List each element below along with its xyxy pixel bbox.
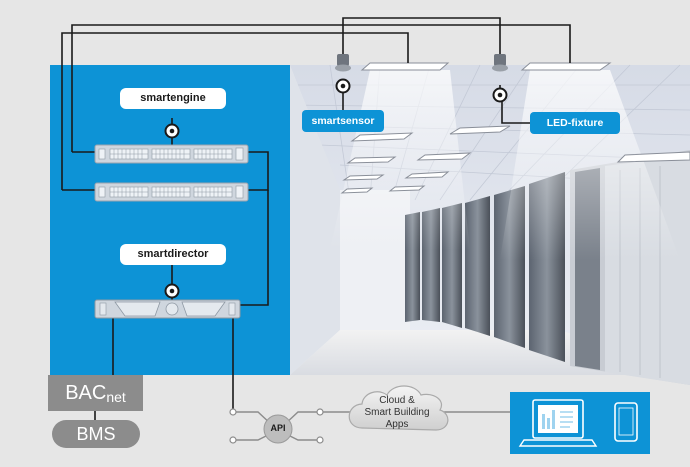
blue-panel: [50, 65, 290, 375]
smartdirector-appliance: [94, 299, 241, 319]
cable-switch-right: [248, 151, 269, 191]
cable-sensors: [342, 17, 501, 55]
engine-connector: [164, 123, 180, 139]
sensor-device-1: [335, 54, 351, 94]
smartsensor-label: smartsensor: [302, 110, 384, 132]
bms-label: BMS: [76, 424, 116, 444]
laptop-icon: [518, 399, 598, 447]
bacnet-logo: BACnet: [48, 375, 143, 411]
sensor-device-2: [492, 54, 508, 103]
ceiling-panels: [340, 62, 690, 194]
tablet-icon: [614, 402, 638, 442]
api-node: [263, 414, 293, 444]
cable-top-2: [61, 32, 409, 190]
cloud-label-line2: Smart Building: [364, 407, 430, 418]
cloud-label: Cloud & Smart Building Apps: [348, 395, 446, 431]
devices-panel: [510, 392, 650, 454]
smartengine-label: smartengine: [120, 88, 226, 109]
bacnet-box: [48, 375, 143, 411]
cloud-shape: [348, 385, 449, 431]
network-switch-2: [94, 182, 249, 202]
bacnet-logo-left: BAC: [65, 382, 107, 404]
director-connector: [164, 283, 180, 299]
bms-box: [52, 420, 140, 448]
cable-director: [240, 190, 269, 306]
led-fixture-label: LED-fixture: [530, 112, 620, 134]
cabling: [61, 17, 571, 420]
bacnet-logo-right: net: [106, 389, 126, 405]
network-switch-1: [94, 144, 249, 164]
cable-top-1: [71, 24, 571, 152]
api-label: API: [270, 423, 286, 433]
smartdirector-label: smartdirector: [120, 244, 226, 265]
cloud-label-line3: Apps: [385, 419, 409, 430]
cloud-label-line1: Cloud &: [379, 395, 415, 406]
